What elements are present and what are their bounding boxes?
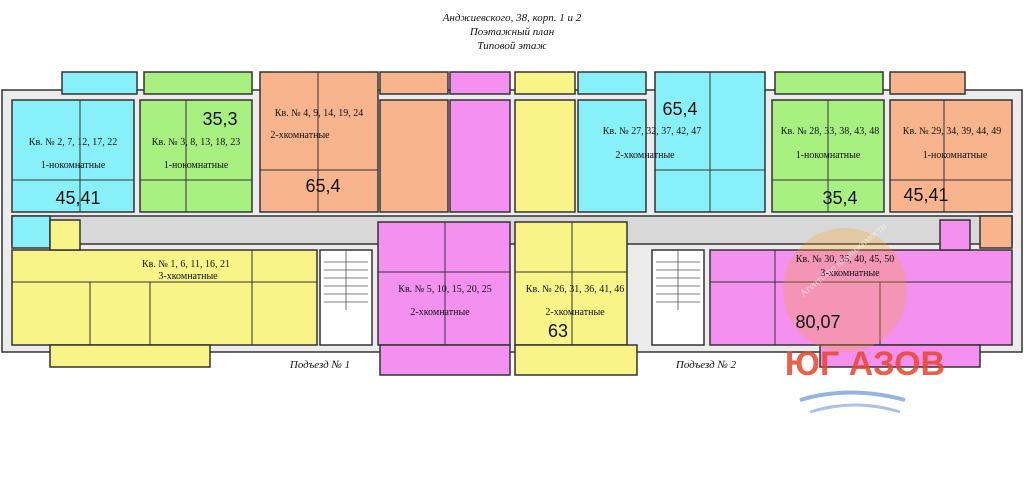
corridor-patch: [979, 215, 1013, 249]
balcony: [143, 71, 253, 95]
apt-label-a8: Кв. № 5, 10, 15, 20, 25: [398, 284, 491, 295]
entrance-2-label: Подъезд № 2: [675, 359, 737, 371]
room-magenta: [449, 99, 511, 213]
wave-icon: [799, 390, 906, 402]
apartment-a7-hall: [49, 219, 81, 251]
apt-area-a1: 45,41: [55, 188, 100, 208]
apt-area-a9: 63: [548, 321, 568, 341]
balcony: [49, 344, 211, 368]
apartment-a10[interactable]: [709, 249, 1013, 346]
apt-type-a2: 1-нокомнатные: [164, 160, 229, 171]
apt-label-a6: Кв. № 29, 34, 39, 44, 49: [903, 126, 1001, 137]
apartment-a1[interactable]: [11, 99, 135, 213]
apt-type-a8: 2-хкомнатные: [410, 307, 470, 318]
balcony: [577, 71, 647, 95]
balcony: [379, 344, 511, 376]
apt-label-a10: Кв. № 30, 35, 40, 45, 50: [796, 254, 894, 265]
sun-icon: [783, 228, 907, 352]
apartment-a10-hall: [939, 219, 971, 251]
apt-type-a7: 3-хкомнатные: [158, 271, 218, 282]
apartment-a3[interactable]: [259, 71, 379, 213]
apt-type-a1: 1-нокомнатные: [41, 160, 106, 171]
apartment-a7[interactable]: [11, 249, 318, 346]
balcony: [449, 71, 511, 95]
apt-area-a10: 80,07: [795, 312, 840, 332]
apt-label-a5: Кв. № 28, 33, 38, 43, 48: [781, 126, 879, 137]
apt-type-a10: 3-хкомнатные: [820, 268, 880, 279]
corridor-patch: [11, 215, 51, 249]
plan-floor: Типовой этаж: [477, 40, 547, 52]
watermark-brand: ЮГ АЗОВ: [785, 345, 945, 383]
room-yellow: [514, 99, 576, 213]
apt-label-a3: Кв. № 4, 9, 14, 19, 24: [275, 108, 363, 119]
apartment-a8[interactable]: [377, 221, 511, 346]
balcony: [514, 71, 576, 95]
apartment-a2[interactable]: [139, 99, 253, 213]
apartment-a4[interactable]: [577, 99, 647, 213]
apt-label-a7: Кв. № 1, 6, 11, 16, 21: [142, 259, 230, 270]
apt-type-a3: 2-хкомнатные: [270, 130, 330, 141]
apt-area-a2: 35,3: [202, 109, 237, 129]
apt-area-a5: 35,4: [822, 188, 857, 208]
balcony: [774, 71, 884, 95]
apt-type-a9: 2-хкомнатные: [545, 307, 605, 318]
balcony: [379, 71, 449, 95]
plan-address: Анджиевского, 38, корп. 1 и 2: [442, 12, 582, 24]
balcony: [819, 344, 981, 368]
watermark-logo: [783, 228, 907, 414]
apt-label-a9: Кв. № 26, 31, 36, 41, 46: [526, 284, 624, 295]
apt-area-a3: 65,4: [305, 176, 340, 196]
balcony: [889, 71, 966, 95]
apartment-a9[interactable]: [514, 221, 628, 346]
apt-type-a4: 2-хкомнатные: [615, 150, 675, 161]
apt-area-a6: 45,41: [903, 185, 948, 205]
apt-label-a2: Кв. № 3, 8, 13, 18, 23: [152, 137, 240, 148]
balcony: [61, 71, 138, 95]
apt-type-a6: 1-нокомнатные: [923, 150, 988, 161]
wave-icon: [809, 403, 901, 414]
balcony: [514, 344, 638, 376]
entrance-1-label: Подъезд № 1: [289, 359, 350, 371]
apt-label-a4: Кв. № 27, 32, 37, 42, 47: [603, 126, 701, 137]
apt-area-a4: 65,4: [662, 99, 697, 119]
apt-type-a5: 1-нокомнатные: [796, 150, 861, 161]
room-orange: [379, 99, 449, 213]
apartment-a6[interactable]: [889, 99, 1013, 213]
plan-type: Поэтажный план: [469, 26, 555, 38]
apt-label-a1: Кв. № 2, 7, 12, 17, 22: [29, 137, 117, 148]
